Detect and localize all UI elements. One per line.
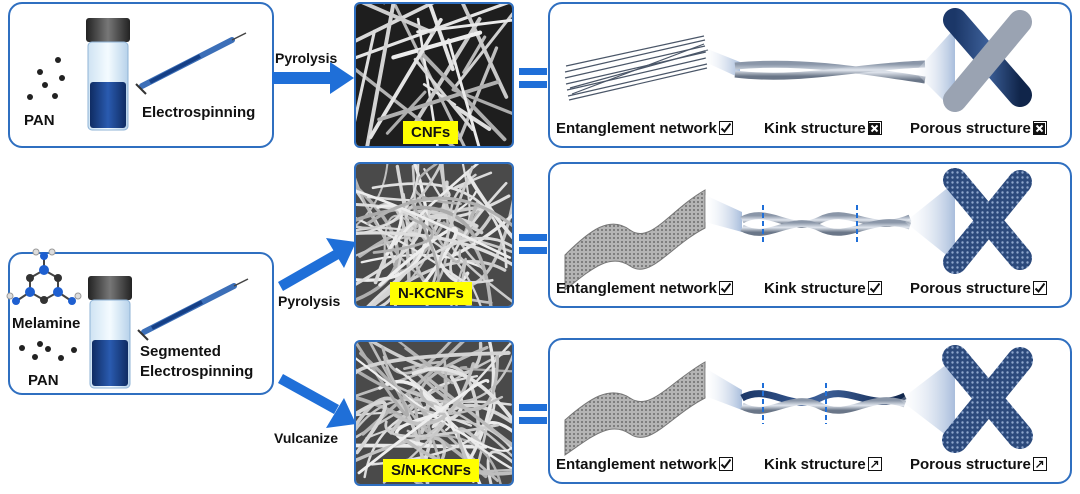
feature-label: Porous structure [910,280,1031,297]
feature-porous-lower: Porous structure [910,456,1047,473]
method-electrospinning: Electrospinning [142,104,256,121]
feature-label: Kink structure [764,280,866,297]
equals-sign-lower [519,404,547,424]
vial-top [86,18,130,131]
precursor-pan-top: PAN [24,112,55,129]
equals-sign-middle [519,234,547,254]
feature-porous-middle: Porous structure [910,280,1047,297]
precursor-melamine: Melamine [12,315,81,332]
kinked-fibers-middle [740,205,912,245]
feature-porous-top: Porous structure [910,120,1047,137]
syringe-bottom [137,278,249,341]
check-icon [718,121,733,135]
twisted-fibers-top [734,60,926,84]
cross-icon [867,121,882,135]
arrow-pyrolysis-middle [278,238,356,291]
source-panel-top [8,2,274,148]
check-icon [867,281,882,295]
zoom-fan-lower-2 [900,358,955,442]
pan-dots-bottom [19,341,77,361]
zoom-fan-top-1 [705,48,740,78]
smooth-cross-rods [943,8,1032,112]
status-glyph [869,122,881,134]
vial-bottom [88,276,132,389]
zoom-fan-top-2 [915,28,955,112]
feature-kink-top: Kink structure [764,120,882,137]
sem-texture-s-n-kcnfs [356,342,512,484]
product-tag-cnfs: CNFs [403,121,459,144]
feature-entanglement-top: Entanglement network [556,120,733,137]
status-glyph [1034,122,1046,134]
pan-dots-top [27,57,65,100]
product-tag-n-kcnfs: N-KCNFs [390,282,472,305]
sem-image-s-n-kcnfs [354,340,514,486]
arrow-vulcanize [278,374,356,428]
syringe-top [135,32,247,95]
feature-entanglement-middle: Entanglement network [556,280,733,297]
cross-icon [1032,121,1047,135]
feature-label: Kink structure [764,120,866,137]
precursor-pan-bottom: PAN [28,372,59,389]
status-glyph [721,458,732,469]
feature-label: Porous structure [910,456,1031,473]
wavy-mat-lower [564,361,706,456]
method-segmented: Segmented [140,343,221,360]
porous-cross-rods-lower [942,345,1033,453]
feature-label: Entanglement network [556,120,717,137]
arrow-up-right-icon [1032,457,1047,471]
check-icon [718,457,733,471]
arrow-up-right-icon [867,457,882,471]
process-pyrolysis-middle: Pyrolysis [278,293,341,309]
status-glyph [1036,460,1044,468]
feature-label: Entanglement network [556,280,717,297]
melamine-molecule [6,248,82,305]
feature-label: Entanglement network [556,456,717,473]
status-glyph [721,282,732,293]
feature-label: Porous structure [910,120,1031,137]
feature-kink-middle: Kink structure [764,280,882,297]
kinked-fibers-lower [740,383,907,424]
fiber-bundle-top [564,35,709,101]
feature-kink-lower: Kink structure [764,456,882,473]
feature-entanglement-lower: Entanglement network [556,456,733,473]
check-icon [718,281,733,295]
status-glyph [1035,282,1046,293]
status-glyph [869,282,881,293]
product-tag-s-n-kcnfs: S/N-KCNFs [383,459,480,482]
check-icon [1032,281,1047,295]
arrow-pyrolysis-top [272,62,354,94]
porous-cross-rods-middle [943,168,1032,274]
equals-sign-top [519,68,547,88]
feature-label: Kink structure [764,456,866,473]
process-vulcanize: Vulcanize [274,430,339,446]
status-glyph [721,122,732,133]
wavy-mat-middle [564,189,706,292]
status-glyph [871,460,879,468]
process-pyrolysis-top: Pyrolysis [275,50,338,66]
method-electrospinning-bottom: Electrospinning [140,363,254,380]
zoom-fan-lower-1 [705,368,742,410]
zoom-fan-middle-2 [905,182,955,262]
zoom-fan-middle-1 [705,195,742,232]
